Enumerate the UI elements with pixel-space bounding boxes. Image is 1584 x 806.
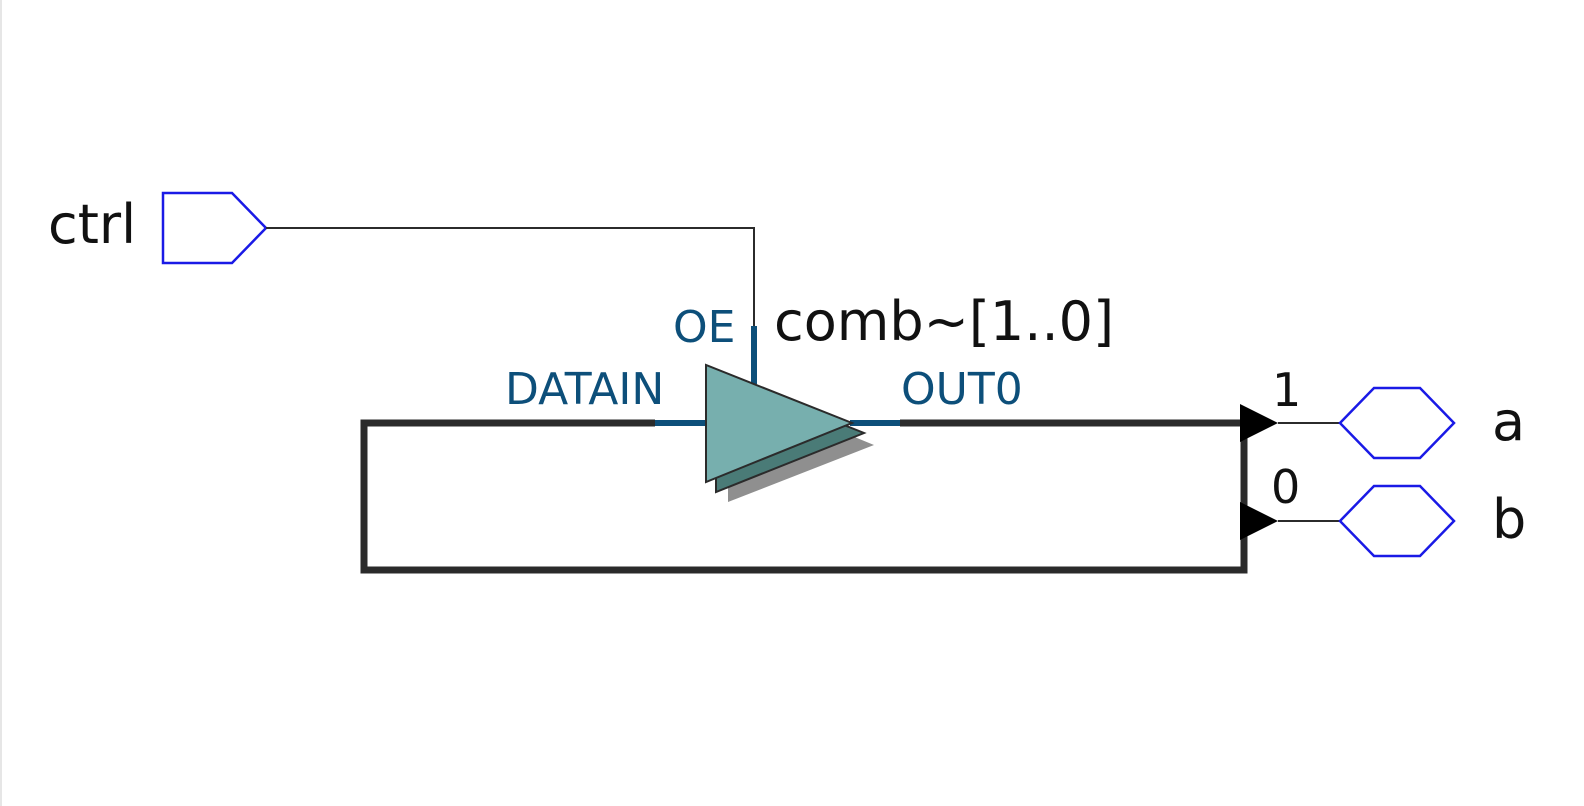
bit-label-a: 1 — [1272, 363, 1301, 417]
ctrl-wire — [266, 227, 755, 326]
ctrl-input-port-icon[interactable] — [161, 191, 268, 265]
pin-out0-label: OUT0 — [901, 364, 1023, 415]
bus-ripper-arrow-b-icon — [1240, 502, 1278, 540]
pin-datain-label: DATAIN — [505, 364, 664, 415]
tristate-buffer-icon[interactable] — [705, 363, 874, 502]
bit-label-b: 0 — [1271, 460, 1300, 514]
port-b-label: b — [1492, 488, 1526, 551]
a-bidir-port-icon[interactable] — [1338, 386, 1456, 460]
ctrl-port-label: ctrl — [48, 193, 136, 256]
buffer-instance-label: comb~[1..0] — [774, 290, 1114, 353]
b-bidir-port-icon[interactable] — [1338, 484, 1456, 558]
bus-ripper-arrow-a-icon — [1240, 404, 1278, 442]
pin-oe-label: OE — [673, 302, 735, 353]
port-a-label: a — [1492, 390, 1525, 453]
